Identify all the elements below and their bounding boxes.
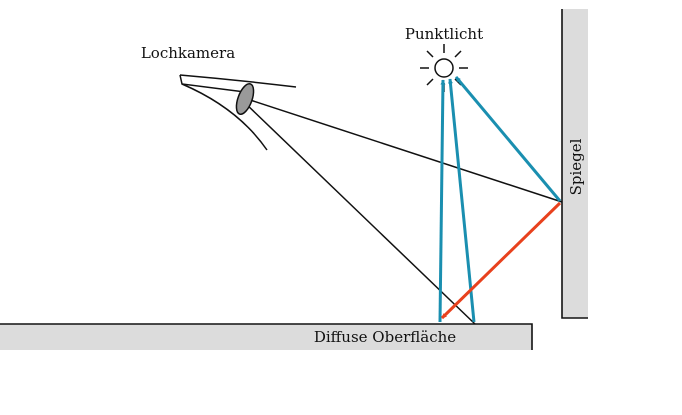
camera-top-edge — [179, 74, 297, 88]
sun-ray-nw — [426, 50, 434, 58]
ray-surface-to-light-left — [438, 79, 446, 323]
diffuse-surface — [0, 323, 533, 350]
camera-lens — [235, 83, 255, 115]
sight-line-to-mirror — [243, 97, 563, 203]
label-mirror: Spiegel — [567, 138, 585, 195]
label-light: Punktlicht — [405, 25, 483, 43]
sight-line-to-surface — [243, 101, 476, 325]
surface-outline — [0, 323, 533, 350]
ray-mirror-to-surface — [440, 201, 562, 320]
surface-fill — [0, 324, 532, 350]
sun-core — [434, 58, 454, 78]
label-camera: Lochkamera — [141, 44, 235, 62]
camera-bottom-edge — [181, 83, 268, 151]
sun-ray-ne — [454, 50, 462, 58]
label-surface: Diffuse Oberfläche — [314, 328, 456, 346]
mirror-outline — [561, 9, 588, 319]
mirror — [561, 9, 588, 319]
ray-surface-to-light-right — [447, 78, 476, 323]
ray-mirror-to-light — [454, 76, 562, 202]
sun-ray-sw — [426, 78, 434, 86]
mirror-fill — [562, 9, 588, 318]
pinhole-camera-icon — [179, 74, 297, 151]
